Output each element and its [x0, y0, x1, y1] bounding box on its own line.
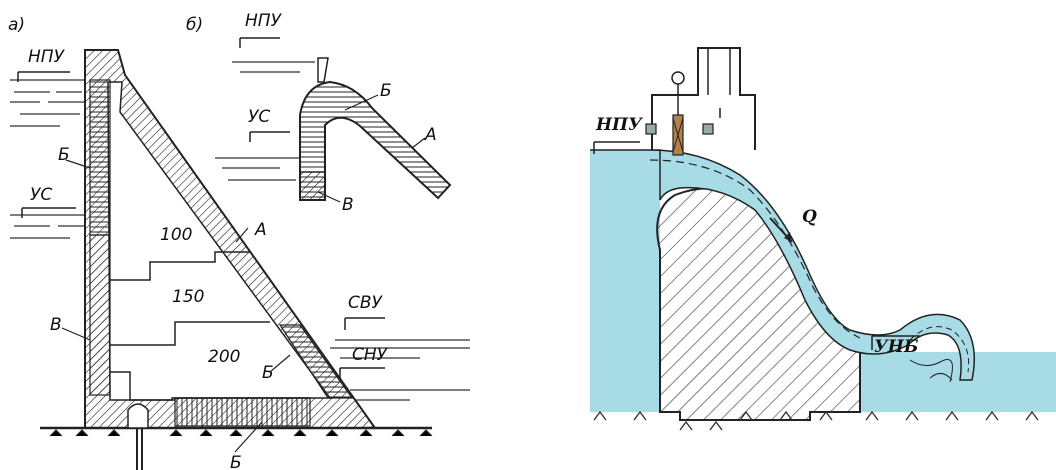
letter-b-bottom: Б: [230, 453, 242, 470]
letter-b-lower: Б: [262, 363, 274, 383]
tailwater: [860, 352, 1056, 412]
letter-v-b: В: [342, 195, 354, 215]
part-a-label: а): [8, 15, 25, 35]
flow-label: Q: [802, 207, 817, 227]
letter-a: А: [254, 220, 267, 240]
us-label-b: УС: [248, 107, 270, 127]
npu-label-b: НПУ: [245, 11, 283, 31]
letter-v: В: [50, 315, 62, 335]
spillway-section-b: [215, 37, 452, 203]
overflow-nappe: [590, 149, 975, 381]
gate-frame: [645, 47, 756, 156]
unb-label: УНБ: [874, 337, 919, 357]
snu-label: СНУ: [352, 345, 389, 365]
svu-label: СВУ: [348, 293, 384, 313]
leader-a: [235, 227, 249, 243]
part-b-label: б): [186, 15, 203, 35]
dam-body-right: [656, 187, 861, 421]
level-markers-right: [593, 141, 920, 350]
upstream-water-lines: [10, 79, 85, 239]
us-label: УС: [30, 185, 52, 205]
letter-b-upper: Б: [58, 145, 70, 165]
ground-ticks-right: [593, 410, 1039, 431]
dam-body: [40, 49, 433, 470]
leader-b-bottom: [234, 421, 263, 453]
npu-label-right: НПУ: [595, 115, 643, 135]
npu-label: НПУ: [28, 47, 66, 67]
leader-b-upper: [65, 159, 91, 169]
letter-a-b: А: [424, 125, 437, 145]
zone-150: 150: [172, 287, 204, 307]
zone-100: 100: [160, 225, 192, 245]
spillway-flow-diagram: НПУ Q УНБ: [590, 47, 1056, 431]
level-markers-left: [17, 71, 385, 380]
upstream-reservoir: [590, 150, 660, 412]
zone-200: 200: [208, 347, 240, 367]
leader-v: [61, 327, 91, 341]
leader-b-lower: [269, 354, 291, 373]
letter-b-b: Б: [380, 81, 392, 101]
downstream-water-lines: [330, 339, 470, 401]
dam-cross-section-diagram: а) НПУ Б УС 100 А 150 В СВУ 200 Б СНУ Б …: [8, 11, 470, 470]
